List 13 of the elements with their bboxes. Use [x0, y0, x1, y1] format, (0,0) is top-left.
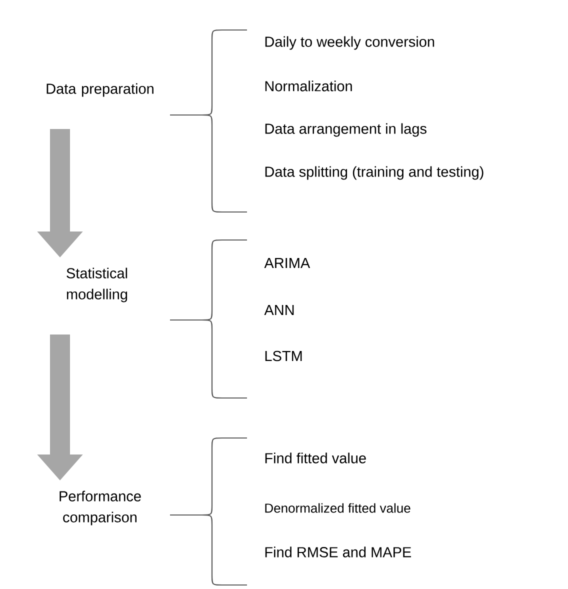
- item-label: Data splitting (training and testing): [265, 166, 484, 180]
- item-label: ARIMA: [264, 258, 310, 268]
- item-label: Find RMSE and MAPE: [265, 546, 412, 558]
- item-label: Daily to weekly conversion: [265, 36, 434, 50]
- item-label: Denormalized fitted value: [265, 503, 410, 513]
- item-label: Normalization: [265, 80, 352, 92]
- stage-label: Statistical modelling: [66, 268, 128, 302]
- item-label: ANN: [264, 305, 294, 315]
- stage-label: Performance comparison: [60, 490, 141, 526]
- stage-label: Data preparation: [46, 83, 154, 97]
- item-label: Find fitted value: [265, 452, 366, 464]
- item-label: Data arrangement in lags: [265, 123, 426, 137]
- item-label: LSTM: [265, 350, 302, 362]
